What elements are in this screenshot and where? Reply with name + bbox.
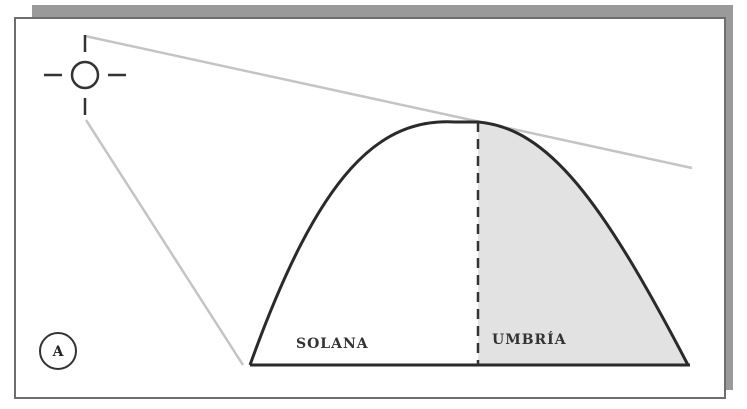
sun-ray-tangent [84,34,693,170]
panel-badge: A [39,332,77,370]
solana-label: SOLANA [296,336,369,352]
sun-ray-base [84,119,245,366]
hill-outline [248,120,690,366]
sun-icon [44,35,126,115]
umbria-label: UMBRÍA [492,330,567,348]
panel-letter: A [52,344,65,360]
shade-region [478,122,688,365]
